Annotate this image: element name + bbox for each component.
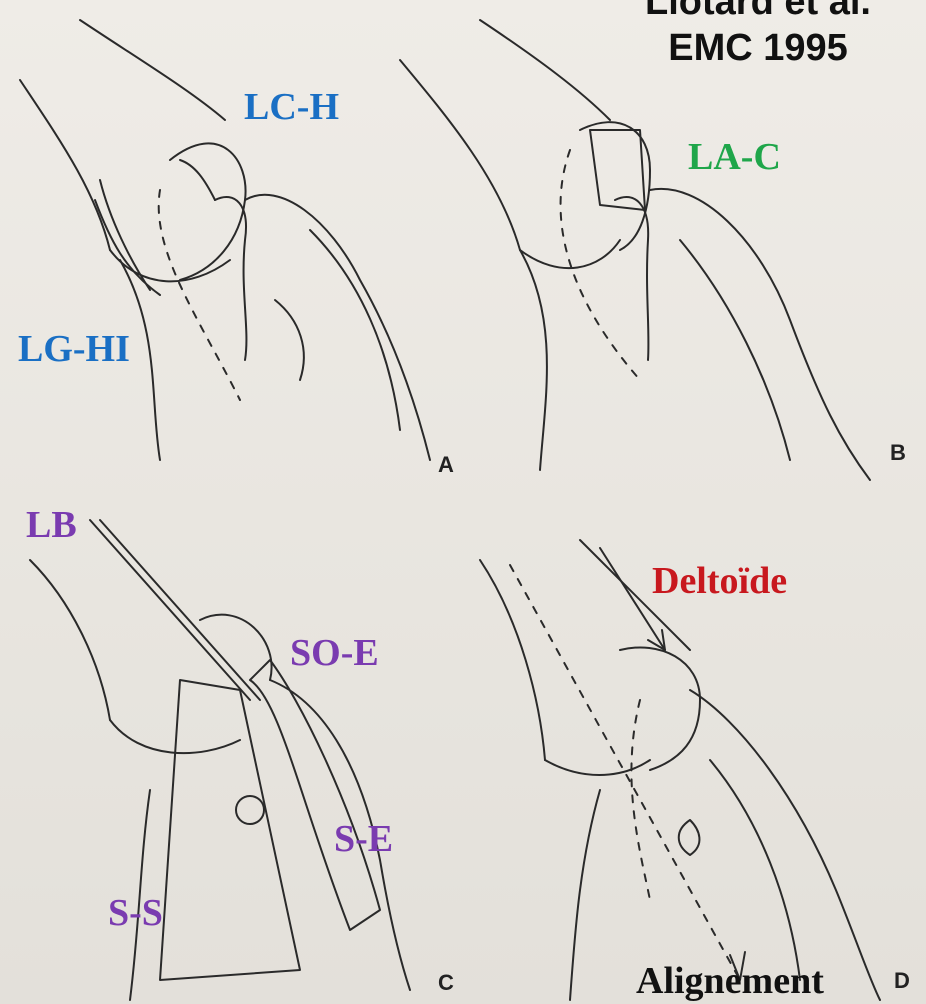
- panel-d-drawing: [480, 540, 880, 1000]
- label-la-c: LA-C: [688, 138, 781, 176]
- label-so-e: SO-E: [290, 634, 379, 672]
- citation: Liotard et al. EMC 1995: [588, 0, 926, 70]
- label-lb: LB: [26, 506, 77, 544]
- panel-b-drawing: [400, 20, 870, 480]
- panel-label-b: B: [890, 440, 906, 466]
- panel-c-drawing: [30, 520, 410, 1000]
- label-alignement: Alignement: [636, 962, 824, 1000]
- citation-line-2: EMC 1995: [588, 28, 926, 70]
- label-lc-h: LC-H: [244, 88, 339, 126]
- label-s-s: S-S: [108, 894, 163, 932]
- label-s-e: S-E: [334, 820, 393, 858]
- label-lg-hi: LG-HI: [18, 330, 130, 368]
- panel-label-a: A: [438, 452, 454, 478]
- panel-label-d: D: [894, 968, 910, 994]
- label-deltoide: Deltoïde: [652, 562, 787, 600]
- panel-label-c: C: [438, 970, 454, 996]
- panel-a-drawing: [20, 20, 430, 460]
- citation-line-1: Liotard et al.: [588, 0, 926, 24]
